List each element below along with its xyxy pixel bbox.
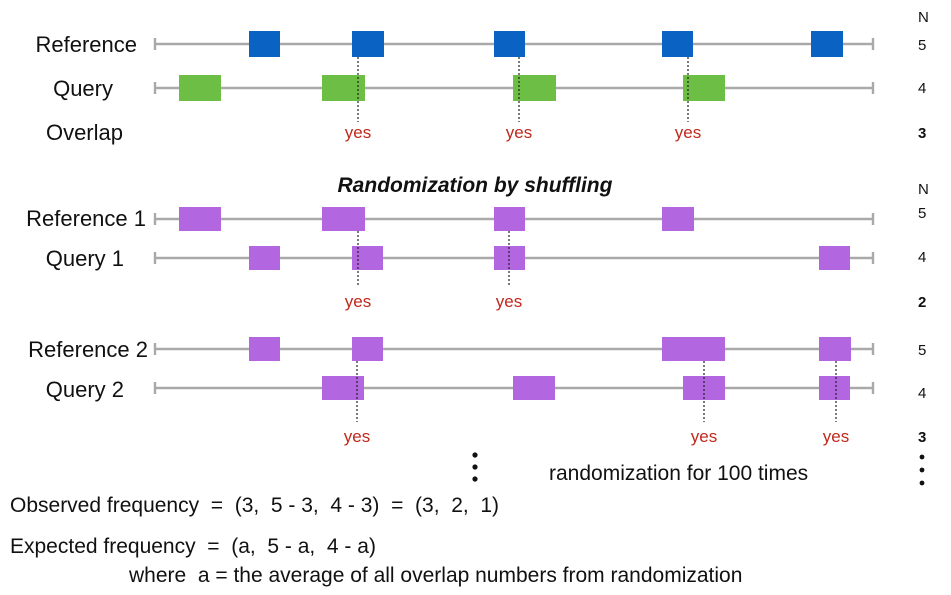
query-2-interval-2 (513, 376, 555, 400)
query-interval-4 (683, 75, 725, 101)
query-1-interval-1 (249, 246, 280, 270)
query-interval-2 (322, 75, 365, 101)
overlap-label: Overlap (46, 120, 123, 145)
reference-2-count: 5 (918, 342, 926, 359)
reference-1-label: Reference 1 (26, 206, 146, 231)
reference-interval-4 (662, 31, 693, 57)
run1-yes-1: yes (345, 292, 371, 311)
query-2-count: 4 (918, 385, 926, 402)
ellipsis-center (472, 452, 478, 482)
run2-yes-3: yes (823, 427, 849, 446)
reference-1-interval-2 (322, 207, 365, 231)
query-2-interval-1 (322, 376, 364, 400)
overlap-2-count: 3 (918, 429, 926, 446)
reference-interval-1 (249, 31, 280, 57)
query-2-interval-4 (819, 376, 850, 400)
overlap-count: 3 (918, 125, 926, 142)
query-1-interval-4 (819, 246, 850, 270)
query-1-label: Query 1 (46, 246, 124, 271)
reference-1-interval-1 (179, 207, 221, 231)
reference-2-interval-1 (249, 337, 280, 361)
interval-tracks: yes yes yes yes yes yes yes yes (153, 31, 875, 446)
count-header: N (918, 9, 929, 26)
run1-yes-2: yes (496, 292, 522, 311)
query-2-interval-3 (683, 376, 725, 400)
query-1-count: 4 (918, 249, 926, 266)
reference-2-interval-4 (819, 337, 851, 361)
query-1-interval-2 (352, 246, 383, 270)
reference-2-interval-3 (662, 337, 725, 361)
overlap-1-count: 2 (918, 294, 926, 311)
reference-2-interval-2 (352, 337, 383, 361)
overlap-yes-3: yes (675, 123, 701, 142)
observed-frequency: Observed frequency = (3, 5 - 3, 4 - 3) =… (10, 494, 499, 517)
randomization-count-header: N (918, 181, 929, 198)
randomization-heading: Randomization by shuffling (338, 174, 613, 197)
run2-yes-2: yes (691, 427, 717, 446)
query-label: Query (53, 76, 113, 101)
where-note: where a = the average of all overlap num… (128, 564, 742, 587)
reference-interval-5 (811, 31, 843, 57)
overlap-yes-2: yes (506, 123, 532, 142)
expected-frequency: Expected frequency = (a, 5 - a, 4 - a) (10, 535, 376, 558)
reference-interval-2 (352, 31, 384, 57)
query-1-interval-3 (494, 246, 525, 270)
reference-1-count: 5 (918, 205, 926, 222)
reference-1-interval-3 (494, 207, 525, 231)
reference-2-label: Reference 2 (28, 337, 148, 362)
query-count: 4 (918, 80, 926, 97)
reference-label: Reference (35, 32, 137, 57)
query-2-label: Query 2 (46, 377, 124, 402)
reference-count: 5 (918, 37, 926, 54)
ellipsis-counts (919, 454, 925, 486)
reference-1-interval-4 (662, 207, 694, 231)
reference-interval-3 (494, 31, 525, 57)
query-interval-1 (179, 75, 221, 101)
repeat-note: randomization for 100 times (549, 462, 808, 485)
run2-yes-1: yes (344, 427, 370, 446)
query-interval-3 (513, 75, 556, 101)
overlap-yes-1: yes (345, 123, 371, 142)
